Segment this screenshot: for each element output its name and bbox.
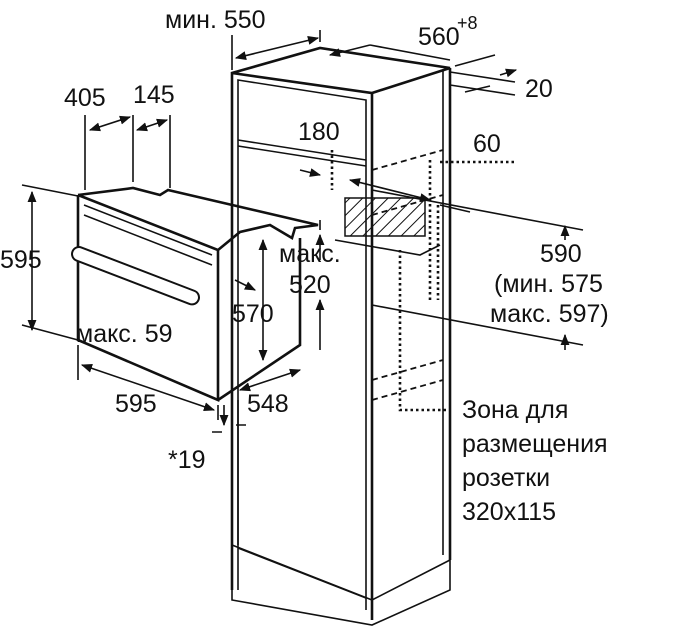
socket-zone xyxy=(330,150,515,412)
label-top-gap: 20 xyxy=(525,75,553,103)
label-60: 60 xyxy=(473,130,501,158)
cabinet xyxy=(230,46,452,626)
label-min-depth: мин. 550 xyxy=(165,6,266,34)
label-socket-zone-2: размещения xyxy=(462,430,608,458)
label-520: 520 xyxy=(289,271,331,299)
label-socket-zone-1: Зона для xyxy=(462,396,568,424)
label-180: 180 xyxy=(298,118,340,146)
label-socket-zone-3: розетки xyxy=(462,464,550,492)
label-niche-height: 590 xyxy=(540,240,582,268)
label-max-59: макс. 59 xyxy=(76,320,173,348)
label-width-tolerance: +8 xyxy=(457,13,478,33)
label-note-19: *19 xyxy=(168,446,206,474)
label-niche-min: (мин. 575 xyxy=(494,270,603,298)
label-socket-zone-4: 320x115 xyxy=(462,498,556,526)
label-max: макс. xyxy=(279,240,341,268)
oven xyxy=(71,186,319,402)
label-width: 560 xyxy=(418,23,460,51)
label-405: 405 xyxy=(64,84,106,112)
label-570: 570 xyxy=(232,300,274,328)
label-oven-width: 595 xyxy=(115,390,157,418)
label-548: 548 xyxy=(247,390,289,418)
label-oven-height: 595 xyxy=(0,246,42,274)
dimension-lines xyxy=(21,30,584,433)
label-niche-max: макс. 597) xyxy=(490,300,609,328)
label-145: 145 xyxy=(133,81,175,109)
